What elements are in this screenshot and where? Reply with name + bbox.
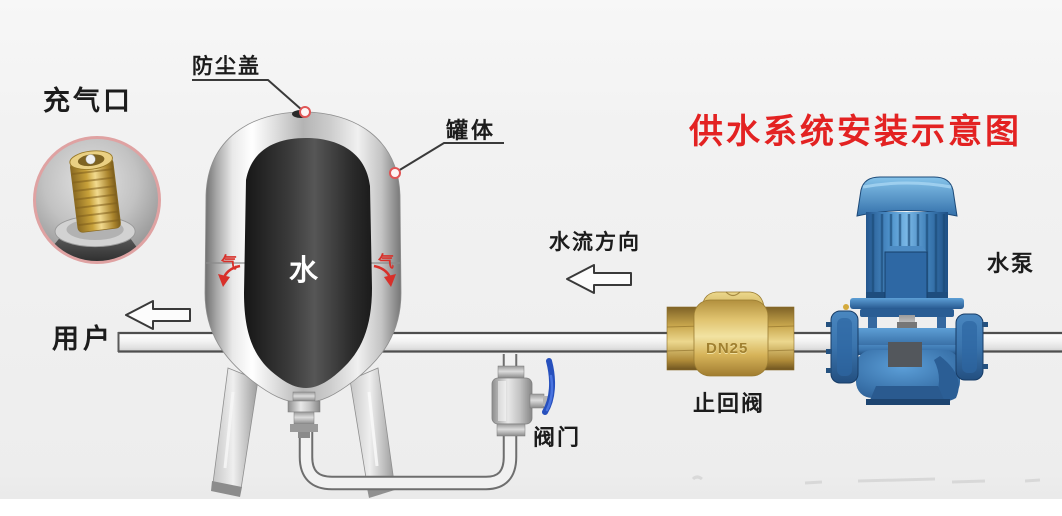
- check-valve: [666, 291, 795, 377]
- flow-direction-label: 水流方向: [549, 231, 641, 254]
- air-inlet-valve-illustration: [53, 150, 138, 261]
- air-inlet-photo: [33, 136, 161, 264]
- air-label-right: 气: [378, 254, 395, 271]
- tank-bladder-cutaway: [244, 138, 372, 388]
- tank-body-label: 罐体: [446, 118, 497, 143]
- dust-cover-label: 防尘盖: [192, 55, 261, 78]
- air-label-left: 气: [221, 255, 238, 272]
- ball-valve: [491, 358, 556, 437]
- bottom-margin: [0, 499, 1062, 516]
- air-inlet-label: 充气口: [43, 86, 133, 116]
- air-arrow-right-icon: [373, 264, 396, 287]
- air-arrow-left-icon: [218, 264, 241, 287]
- diagram-title: 供水系统安装示意图: [689, 113, 1022, 151]
- callout-tank-body: [389, 142, 504, 179]
- pump-label: 水泵: [987, 251, 1036, 276]
- watermark-smudge: [691, 475, 1041, 485]
- water-pump: [826, 176, 988, 405]
- drain-pipe: [298, 354, 518, 491]
- pump-base: [870, 386, 944, 400]
- check-valve-label: 止回阀: [693, 391, 766, 416]
- user-label: 用户: [52, 324, 114, 354]
- tank-leg-left: [211, 367, 259, 497]
- callout-marker-dust-cover: [299, 106, 311, 118]
- water-label: 水: [289, 255, 319, 287]
- pump-motor-cap: [856, 176, 958, 217]
- callout-dust-cover: [192, 79, 311, 118]
- user-flow-arrow-icon: [125, 300, 191, 330]
- tank-drain-fitting: [287, 391, 321, 438]
- pump-junction-box: [884, 251, 928, 301]
- check-valve-marking: DN25: [706, 340, 749, 357]
- flow-direction-arrow-icon: [566, 264, 632, 294]
- callout-marker-tank-body: [389, 167, 401, 179]
- pump-outlet-flange: [955, 313, 988, 381]
- valve-label: 阀门: [533, 425, 582, 450]
- pump-nameplate: [888, 342, 922, 367]
- pump-inlet-flange: [826, 304, 859, 384]
- check-valve-body: [693, 299, 769, 377]
